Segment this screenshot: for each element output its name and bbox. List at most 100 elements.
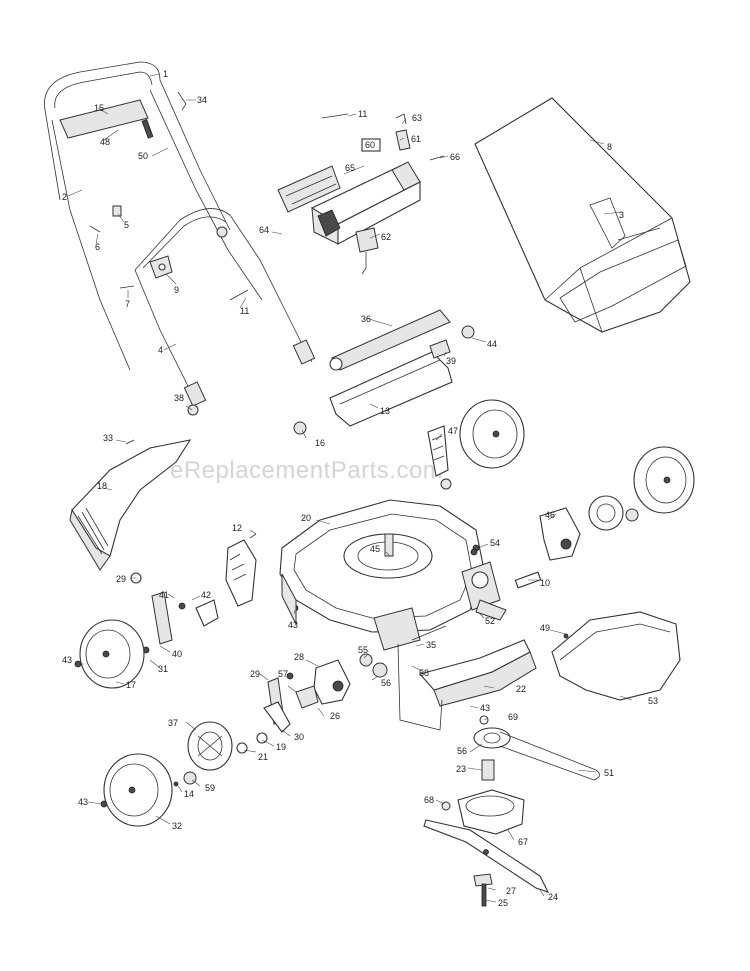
callout-41: 41: [159, 590, 169, 600]
callout-65: 65: [345, 163, 355, 173]
callout-6: 6: [95, 242, 100, 252]
mower-deck: [279, 499, 485, 651]
callout-69: 69: [508, 712, 518, 722]
leader-lines: [67, 73, 633, 903]
drive-belt: [473, 715, 600, 781]
callout-22: 22: [516, 684, 526, 694]
handle-hardware: [89, 91, 249, 301]
callout-14: 14: [184, 789, 194, 799]
rear-right-drive: [427, 425, 639, 561]
callout-56b: 56: [457, 746, 467, 756]
watermark: eReplacementParts.com: [170, 457, 443, 484]
callout-46: 46: [545, 510, 555, 520]
callout-56a: 56: [381, 678, 391, 688]
callout-66: 66: [450, 152, 460, 162]
callout-18: 18: [97, 481, 107, 491]
callout-9: 9: [174, 285, 179, 295]
callout-numbers: 1 34 15 48 50 2 5 6 9 7 11 4 11 63 61 60…: [62, 69, 658, 908]
callout-50: 50: [138, 151, 148, 161]
callout-33: 33: [103, 433, 113, 443]
callout-23: 23: [456, 764, 466, 774]
callout-40: 40: [172, 649, 182, 659]
blade: [423, 819, 550, 907]
callout-21: 21: [258, 752, 268, 762]
transmission: [411, 548, 542, 641]
callout-49: 49: [540, 623, 550, 633]
callout-29b: 29: [250, 669, 260, 679]
callout-38: 38: [174, 393, 184, 403]
callout-43a: 43: [288, 620, 298, 630]
callout-28: 28: [294, 652, 304, 662]
drive-pulley-left: [173, 721, 233, 787]
mulch-plug: [551, 611, 681, 701]
callout-44: 44: [487, 339, 497, 349]
left-height-adjuster: [130, 533, 299, 654]
callout-1: 1: [163, 69, 168, 79]
callout-32: 32: [172, 821, 182, 831]
battery-assembly: [277, 113, 445, 275]
callout-63: 63: [412, 113, 422, 123]
callout-68: 68: [424, 795, 434, 805]
label-60-box: [361, 138, 381, 152]
callout-4: 4: [158, 345, 163, 355]
callout-34: 34: [197, 95, 207, 105]
callout-43b: 43: [62, 655, 72, 665]
callout-24: 24: [548, 892, 558, 902]
callout-58: 58: [419, 668, 429, 678]
callout-36: 36: [361, 314, 371, 324]
callout-26: 26: [330, 711, 340, 721]
callout-59: 59: [205, 783, 215, 793]
wheel-front-left: [74, 619, 145, 689]
callout-57: 57: [278, 669, 288, 679]
rear-height-adjuster: [236, 653, 388, 754]
callout-67: 67: [518, 837, 528, 847]
callout-2: 2: [62, 192, 67, 202]
callout-45: 45: [370, 544, 380, 554]
callout-60: 60: [365, 140, 375, 150]
callout-11a: 11: [240, 306, 249, 316]
callout-31: 31: [158, 664, 168, 674]
callout-8: 8: [607, 142, 612, 152]
baffle: [397, 639, 537, 731]
callout-64: 64: [259, 225, 269, 235]
callout-29a: 29: [116, 574, 126, 584]
callout-5: 5: [124, 220, 129, 230]
callout-53: 53: [648, 696, 658, 706]
callout-42: 42: [201, 590, 211, 600]
callout-3: 3: [619, 210, 624, 220]
upper-handle: [44, 61, 263, 371]
callout-12: 12: [232, 523, 242, 533]
callout-10: 10: [540, 578, 550, 588]
lower-handle: [134, 208, 316, 407]
callout-55: 55: [358, 645, 368, 655]
callout-7: 7: [125, 299, 130, 309]
grass-bag: [474, 97, 691, 333]
callout-61: 61: [411, 134, 421, 144]
callout-20: 20: [301, 513, 311, 523]
rear-flap: [69, 439, 192, 571]
wheel-upper-right: [459, 399, 525, 469]
callout-27: 27: [506, 886, 516, 896]
callout-13: 13: [380, 406, 390, 416]
callout-62: 62: [381, 232, 391, 242]
callout-25: 25: [498, 898, 508, 908]
callout-17: 17: [126, 680, 136, 690]
wheel-rear-left: [100, 753, 173, 827]
callout-11b: 11: [358, 109, 367, 119]
callout-39: 39: [446, 356, 456, 366]
callout-30: 30: [294, 732, 304, 742]
callout-54: 54: [490, 538, 500, 548]
callout-35: 35: [426, 640, 436, 650]
callout-19: 19: [276, 742, 286, 752]
callout-43c: 43: [480, 703, 490, 713]
callout-51: 51: [604, 768, 614, 778]
callout-43d: 43: [78, 797, 88, 807]
callout-47: 47: [448, 426, 458, 436]
callout-15: 15: [94, 103, 104, 113]
wheel-right: [633, 446, 695, 514]
callout-52: 52: [485, 616, 495, 626]
rear-door: [187, 309, 475, 435]
callout-16: 16: [315, 438, 325, 448]
callout-48: 48: [100, 137, 110, 147]
